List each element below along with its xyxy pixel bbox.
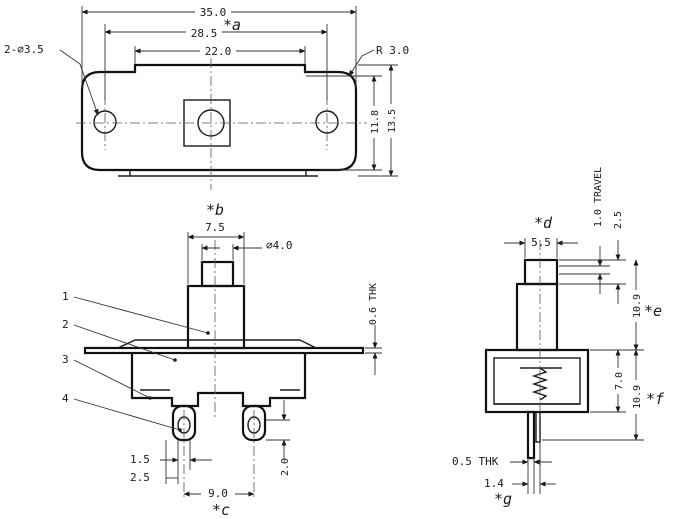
dim-upper-height-text: 10.9 bbox=[632, 294, 643, 318]
side-housing bbox=[484, 348, 590, 414]
part-number-1: 1 bbox=[62, 290, 69, 303]
dim-terminal-pitch-text: 9.0 bbox=[208, 487, 228, 500]
mounting-flange-outline bbox=[80, 63, 358, 172]
plate-bend-left bbox=[117, 339, 136, 349]
leader-part-3 bbox=[73, 359, 151, 399]
note-d: *d bbox=[534, 214, 553, 232]
dim-overall-text: 35.0 bbox=[200, 6, 227, 19]
note-c: *c bbox=[212, 501, 230, 519]
note-a: *a bbox=[223, 16, 241, 34]
dim-text-bg bbox=[200, 44, 236, 58]
part-number-4: 4 bbox=[62, 392, 69, 405]
dim-terminal-len-text: 2.0 bbox=[280, 458, 291, 476]
dim-window-text: 22.0 bbox=[205, 45, 232, 58]
dim-plate-thk-text: 0.6 THK bbox=[368, 283, 379, 325]
note-b: *b bbox=[206, 201, 224, 219]
dim-side-actuator-width-text: 5.5 bbox=[531, 236, 551, 249]
dim-text-bg bbox=[629, 290, 643, 322]
dim-housing-height-text: 7.0 bbox=[614, 372, 625, 390]
dim-actuator-width-text: 7.5 bbox=[205, 221, 225, 234]
switch-housing bbox=[130, 353, 307, 408]
dim-inner-height-text: 11.8 bbox=[370, 110, 381, 134]
dim-pin-width-text: 1.4 bbox=[484, 477, 504, 490]
side-housing-inner bbox=[493, 357, 581, 405]
dim-mount-pitch-text: 28.5 bbox=[191, 27, 218, 40]
dim-text-bg bbox=[195, 4, 231, 18]
dim-lower-height-text: 10.9 bbox=[632, 385, 643, 409]
front-view: *b 7.5 ∅4.0 0.6 THK 1 2 3 4 1 bbox=[62, 201, 382, 519]
dim-text-bg bbox=[384, 104, 398, 138]
spring bbox=[531, 367, 549, 401]
leader-part-1 bbox=[73, 296, 209, 334]
dim-text-bg bbox=[629, 380, 643, 414]
label-radius: R 3.0 bbox=[376, 44, 409, 57]
mounting-plate bbox=[83, 346, 365, 355]
side-actuator-knob bbox=[523, 258, 559, 286]
note-f: *f bbox=[646, 390, 665, 408]
dim-travel-text: 1.0 TRAVEL bbox=[593, 167, 604, 227]
top-view: 35.0 28.5 *a 22.0 2-∅3.5 R 3.0 11.8 13.5 bbox=[4, 4, 409, 190]
dim-text-bg bbox=[611, 368, 625, 394]
terminal-left bbox=[171, 404, 197, 442]
leader-holes bbox=[59, 49, 99, 116]
dim-text-bg bbox=[186, 25, 222, 39]
side-terminal-pin bbox=[526, 410, 536, 460]
terminal-right bbox=[241, 404, 267, 442]
actuator-stem bbox=[186, 284, 246, 350]
part-number-3: 3 bbox=[62, 353, 69, 366]
leader-dot bbox=[206, 331, 210, 335]
leader-part-2 bbox=[73, 324, 176, 361]
leader-radius bbox=[348, 49, 375, 77]
side-view: *d 5.5 1.0 TRAVEL 2.5 10.9 *e 7.0 10. bbox=[452, 167, 665, 508]
dim-travel-height-text: 2.5 bbox=[613, 211, 624, 229]
leader-dot bbox=[173, 358, 177, 362]
dim-actuator-dia-text: ∅4.0 bbox=[266, 239, 293, 252]
leader-dot bbox=[178, 428, 182, 432]
part-number-2: 2 bbox=[62, 318, 69, 331]
note-g: *g bbox=[494, 490, 512, 508]
side-actuator-stem bbox=[515, 282, 559, 352]
plate-bend-right bbox=[299, 339, 317, 349]
leader-part-4 bbox=[73, 398, 181, 431]
leader-dot bbox=[148, 396, 152, 400]
actuator-knob bbox=[200, 260, 235, 288]
dim-terminal-slot-text: 2.5 bbox=[130, 471, 150, 484]
dim-outer-height-text: 13.5 bbox=[387, 109, 398, 133]
dim-terminal-w-text: 1.5 bbox=[130, 453, 150, 466]
note-e: *e bbox=[644, 302, 662, 320]
dim-text-bg bbox=[367, 106, 381, 138]
label-holes: 2-∅3.5 bbox=[4, 43, 44, 56]
dim-text-bg bbox=[201, 486, 235, 500]
side-terminal-pin-2 bbox=[535, 411, 541, 443]
dim-pin-thk-text: 0.5 THK bbox=[452, 455, 499, 468]
